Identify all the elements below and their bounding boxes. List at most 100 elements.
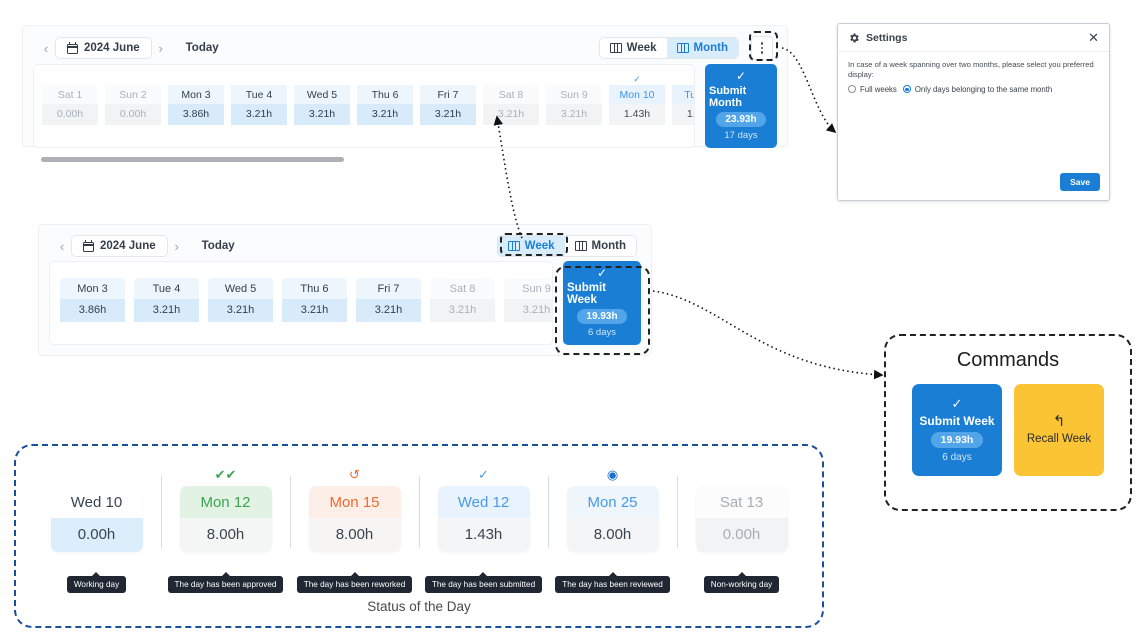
day-hours: 3.21h [282,299,347,322]
columns-icon [574,241,587,251]
day-name: Mon 3 [60,278,125,299]
columns-icon [676,43,689,53]
tab-month[interactable]: Month [666,38,738,58]
connector-week-to-commands [652,290,884,380]
day-name: Sat 8 [483,85,539,104]
recall-week-command[interactable]: ↰ Recall Week [1014,384,1104,476]
day-name: Sat 8 [430,278,495,299]
status-tooltip: Non-working day [703,572,780,593]
settings-radio-label: Only days belonging to the same month [914,84,1053,94]
submit-month-hours: 23.93h [716,112,766,127]
day-name: Mon 15 [308,486,401,518]
month-picker[interactable]: 2024 June [71,235,168,257]
settings-radio-group[interactable]: Full weeks Only days belonging to the sam… [848,85,1099,94]
radio-button[interactable] [902,85,911,93]
day-hours: 3.86h [168,104,224,125]
day-name: Sun 9 [504,278,552,299]
tab-month[interactable]: Month [564,236,636,256]
status-icon: ↺ [349,467,360,482]
day-hours: 0.00h [50,518,143,552]
next-period-button[interactable]: › [158,40,163,56]
day-hours: 8.00h [566,518,659,552]
settings-radio-option[interactable]: Only days belonging to the same month [902,84,1053,94]
month-picker[interactable]: 2024 June [55,37,152,59]
submit-week-days: 6 days [588,327,616,338]
prev-period-button[interactable]: ‹ [59,238,65,254]
close-icon[interactable]: ✕ [1088,30,1099,45]
day-hours: 3.21h [483,104,539,125]
day-status-icon: ✓ [672,74,694,85]
submit-month-button[interactable]: ✓ Submit Month 23.93h 17 days [705,64,777,148]
submit-week-command[interactable]: ✓ Submit Week 19.93h 6 days [912,384,1002,476]
tab-week-label: Week [524,240,555,252]
save-button[interactable]: Save [1060,173,1100,191]
day-status-icon [231,74,287,85]
today-button[interactable]: Today [185,42,219,54]
horizontal-scrollbar[interactable] [41,157,344,162]
settings-title: Settings [866,32,908,44]
prev-period-button[interactable]: ‹ [43,40,49,56]
day-hours: 8.00h [308,518,401,552]
highlight-ring-more-options [749,31,778,61]
day-cell[interactable]: ✓Tue 111.43h [672,74,694,143]
today-button[interactable]: Today [201,240,235,252]
settings-description: In case of a week spanning over two mont… [848,60,1094,80]
day-status-icon [420,74,476,85]
day-name: Wed 12 [437,486,530,518]
day-hours: 3.21h [430,299,495,322]
submit-week-button[interactable]: ✓ Submit Week 19.93h 6 days [563,261,641,345]
day-hours: 3.21h [208,299,273,322]
undo-arrow-icon: ↰ [1052,413,1066,430]
check-icon: ✓ [596,266,608,280]
day-hours: 3.21h [134,299,199,322]
timesheet-month-panel: ‹ 2024 June › Today Week Month [22,25,788,162]
day-hours: 0.00h [42,104,98,125]
day-name: Thu 6 [282,278,347,299]
submit-week-hours: 19.93h [577,309,627,324]
more-options-icon[interactable] [751,36,773,60]
day-hours: 3.21h [546,104,602,125]
day-name: Mon 25 [566,486,659,518]
next-period-button[interactable]: › [174,238,179,254]
day-name: Fri 7 [356,278,421,299]
day-hours: 3.21h [231,104,287,125]
day-status-icon: ✓ [633,74,641,84]
day-name: Sun 9 [546,85,602,104]
tab-week[interactable]: Week [497,236,565,256]
tab-week[interactable]: Week [599,38,667,58]
day-name: Sat 1 [42,85,98,104]
settings-radio-option[interactable]: Full weeks [848,85,897,94]
radio-button[interactable] [848,85,856,93]
status-icon: ✓ [478,467,489,482]
day-hours: 3.86h [60,299,125,322]
day-status-icon [294,74,350,85]
